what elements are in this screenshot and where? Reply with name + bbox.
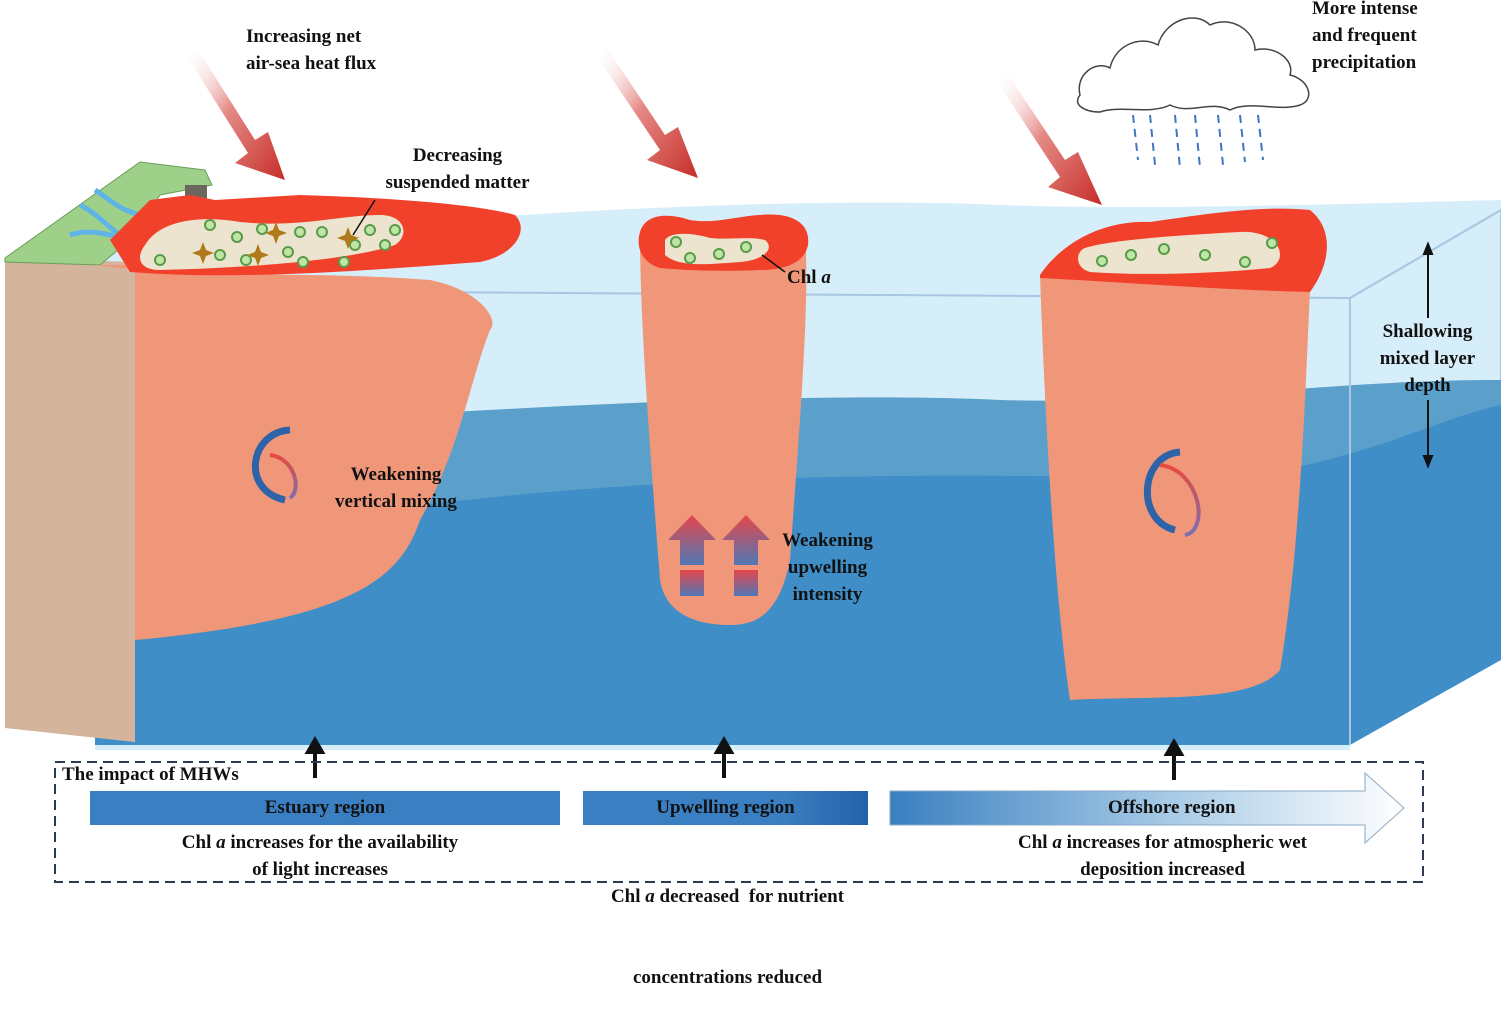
- offshore-description: Chl a increases for atmospheric wet depo…: [1017, 832, 1307, 880]
- vertical-mixing-label: Weakening vertical mixing: [335, 464, 457, 512]
- mld-label: Shallowing mixed layer depth: [1379, 321, 1476, 396]
- rain-cloud-icon: [1076, 17, 1310, 169]
- chl-a-particle: [294, 226, 306, 238]
- chl-a-particle: [1125, 249, 1137, 261]
- chl-a-particle: [231, 231, 243, 243]
- sparkle-icon: [337, 227, 359, 249]
- chl-a-particle: [389, 224, 401, 236]
- chl-a-particle: [349, 239, 361, 251]
- vertical-mixing-icon: [251, 426, 298, 504]
- chl-a-particle: [1096, 255, 1108, 267]
- chl-a-particle: [282, 246, 294, 258]
- offshore-mixing-icon: [1143, 448, 1201, 537]
- chl-a-particle: [297, 256, 309, 268]
- sparkle-icon: [247, 244, 269, 266]
- offshore-band-bg: [889, 771, 1405, 845]
- sparkle-icon: [265, 222, 287, 244]
- chl-a-particle: [713, 248, 725, 260]
- chl-patch-offshore: [1078, 231, 1280, 274]
- estuary-band-bg: [90, 791, 560, 825]
- suspended-matter-label: Decreasing suspended matter: [385, 145, 530, 193]
- suspended-leader-line: [352, 199, 376, 236]
- chl-a-particle: [364, 224, 376, 236]
- heat-flux-label: Increasing net air-sea heat flux: [246, 26, 377, 74]
- cliff: [5, 258, 135, 742]
- mld-arrow-icon: [1422, 241, 1434, 469]
- suspended-matter-sparkles: [192, 222, 359, 266]
- chl-a-particles: [154, 219, 1278, 268]
- estuary-plume: [95, 195, 521, 640]
- chl-a-particle: [204, 219, 216, 231]
- chl-a-label: Chl a: [787, 267, 831, 288]
- chl-a-particle: [256, 223, 268, 235]
- heat-flux-arrows: [188, 45, 1102, 205]
- chl-a-particle: [316, 226, 328, 238]
- chl-a-particle: [214, 249, 226, 261]
- impact-box-border: [54, 761, 1424, 883]
- estuary-description: Chl a increases for the availability of …: [181, 832, 459, 880]
- upwelling-description: Chl a decreased for nutrient concentrati…: [610, 886, 845, 988]
- impact-box-title: The impact of MHWs: [62, 764, 239, 785]
- heat-arrow-icon: [188, 45, 285, 180]
- heat-arrow-icon: [598, 45, 698, 178]
- chl-a-particle: [379, 239, 391, 251]
- chl-a-particle: [1158, 243, 1170, 255]
- upwelling-label: Weakening upwelling intensity: [782, 530, 873, 605]
- chl-a-particle: [154, 254, 166, 266]
- chl-a-particle: [740, 241, 752, 253]
- chl-leader-line: [761, 254, 786, 273]
- chl-a-particle: [338, 256, 350, 268]
- precipitation-label: More intense and frequent precipitation: [1312, 0, 1418, 73]
- upwelling-arrows-icon: [668, 515, 770, 596]
- heat-arrow-icon: [998, 70, 1102, 205]
- sparkle-icon: [192, 242, 214, 264]
- land-top: [4, 161, 213, 266]
- offshore-region-band: Offshore region: [1108, 797, 1236, 818]
- chl-a-particle: [684, 252, 696, 264]
- chl-a-particle: [670, 236, 682, 248]
- offshore-column: [1040, 208, 1327, 700]
- chl-a-particle: [1266, 237, 1278, 249]
- chl-a-particle: [1199, 249, 1211, 261]
- upwelling-band-bg: [583, 791, 868, 825]
- chl-a-particle: [240, 254, 252, 266]
- chl-a-particle: [1239, 256, 1251, 268]
- impact-arrows: [304, 736, 1185, 780]
- estuary-region-band: Estuary region: [264, 797, 386, 818]
- mhw-diagram: [4, 17, 1501, 883]
- upwelling-region-band: Upwelling region: [656, 797, 795, 818]
